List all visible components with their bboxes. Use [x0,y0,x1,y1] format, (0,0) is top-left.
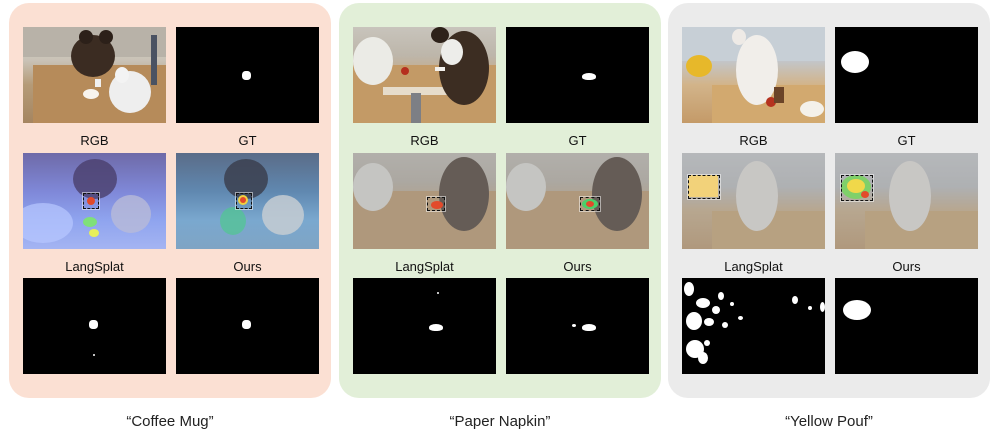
rgb-image [353,27,496,123]
caption-query: “Coffee Mug” [126,413,214,430]
gt-mask [176,27,319,123]
label-ours: Ours [892,259,921,274]
panel-yellow-pouf: RGB GT LangSplat Ours [668,3,990,398]
panel-coffee-mug: RGB GT LangSplat Ours [9,3,331,398]
label-langsplat: LangSplat [65,259,124,274]
label-rgb: RGB [739,133,768,148]
label-ours: Ours [233,259,262,274]
ours-heatmap [835,153,978,249]
label-langsplat: LangSplat [395,259,454,274]
langsplat-heatmap [682,153,825,249]
ours-mask [176,278,319,374]
langsplat-mask [353,278,496,374]
rgb-image [682,27,825,123]
label-rgb: RGB [410,133,439,148]
label-ours: Ours [563,259,592,274]
rgb-image [23,27,166,123]
label-rgb: RGB [80,133,109,148]
ours-heatmap [176,153,319,249]
label-gt: GT [568,133,587,148]
panel-paper-napkin: RGB GT LangSplat Ours [339,3,661,398]
langsplat-heatmap [353,153,496,249]
label-langsplat: LangSplat [724,259,783,274]
langsplat-heatmap [23,153,166,249]
ours-mask [835,278,978,374]
label-gt: GT [897,133,916,148]
langsplat-mask [23,278,166,374]
ours-heatmap [506,153,649,249]
caption-query: “Paper Napkin” [449,413,551,430]
gt-mask [835,27,978,123]
gt-mask [506,27,649,123]
langsplat-mask [682,278,825,374]
ours-mask [506,278,649,374]
caption-query: “Yellow Pouf” [785,413,873,430]
label-gt: GT [238,133,257,148]
